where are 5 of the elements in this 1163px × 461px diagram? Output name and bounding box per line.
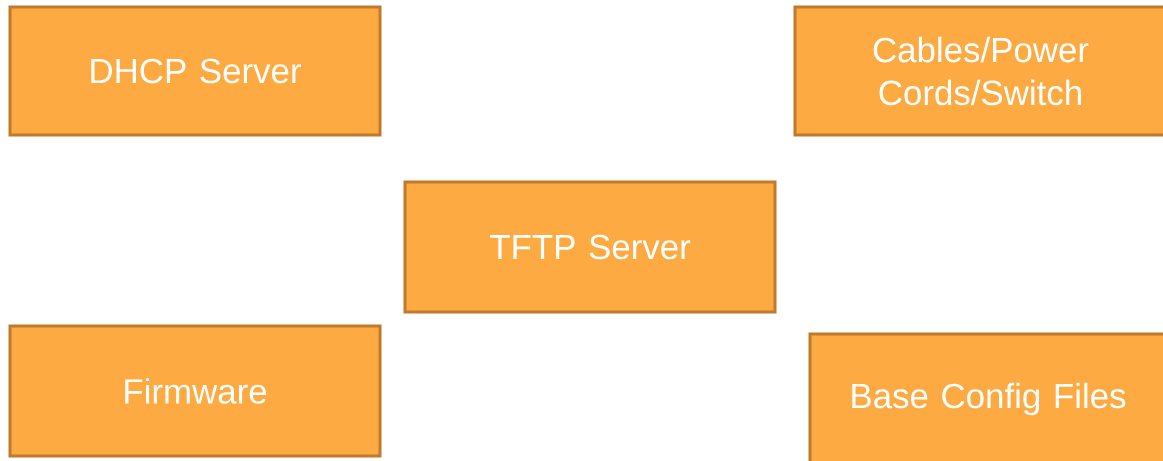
process-box: Cables/Power Cords/Switch (793, 5, 1163, 137)
process-box: Base Config Files (808, 332, 1163, 461)
process-box: DHCP Server (8, 5, 382, 137)
process-box: Firmware (8, 324, 382, 458)
process-box: TFTP Server (403, 180, 777, 314)
